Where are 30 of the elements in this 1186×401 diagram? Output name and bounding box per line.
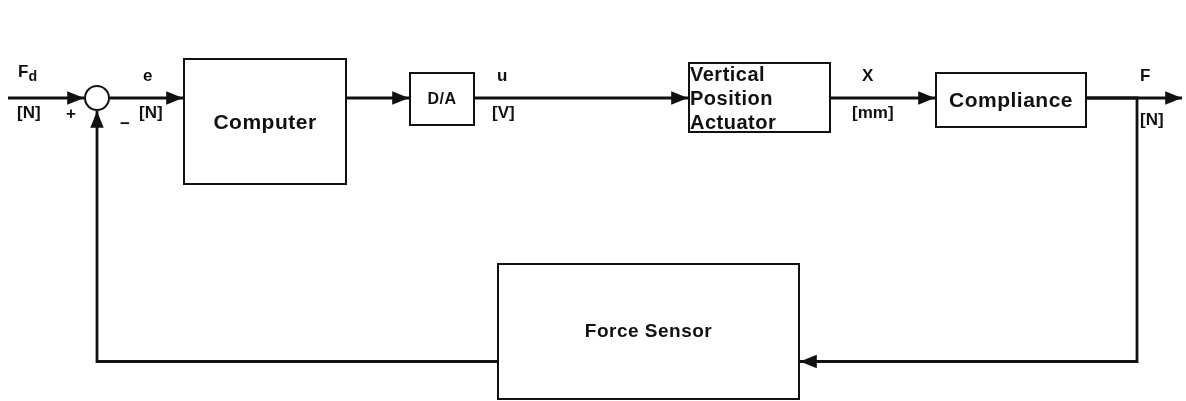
block-label: Computer <box>213 108 317 135</box>
arrow <box>110 91 183 105</box>
arrow <box>90 111 497 363</box>
arrow <box>800 96 1139 369</box>
block-label: Compliance <box>949 87 1073 113</box>
block-label: D/A <box>427 89 457 109</box>
block-label: Vertical Position Actuator <box>690 61 778 134</box>
arrow <box>475 91 688 105</box>
signal-label: X <box>862 66 874 86</box>
summing-junction <box>84 85 110 111</box>
block <box>688 62 831 133</box>
signal-label: [N] <box>139 103 163 123</box>
signal-label: u <box>497 66 508 86</box>
arrow <box>347 91 409 105</box>
signal-label: F$_{d}$ <box>18 62 38 85</box>
signal-label: e <box>143 66 153 86</box>
block <box>183 58 347 185</box>
arrow <box>831 91 935 105</box>
signal-label: − <box>120 114 130 134</box>
signal-label: [N] <box>1140 110 1164 130</box>
arrow <box>8 91 84 105</box>
signal-label: [mm] <box>852 103 894 123</box>
block <box>497 263 800 400</box>
block <box>935 72 1087 128</box>
signal-label: [V] <box>492 103 515 123</box>
block <box>409 72 475 126</box>
block-label: Force Sensor <box>584 320 713 343</box>
signal-label: + <box>66 104 76 124</box>
signal-label: F <box>1140 66 1151 86</box>
signal-label: [N] <box>17 103 41 123</box>
